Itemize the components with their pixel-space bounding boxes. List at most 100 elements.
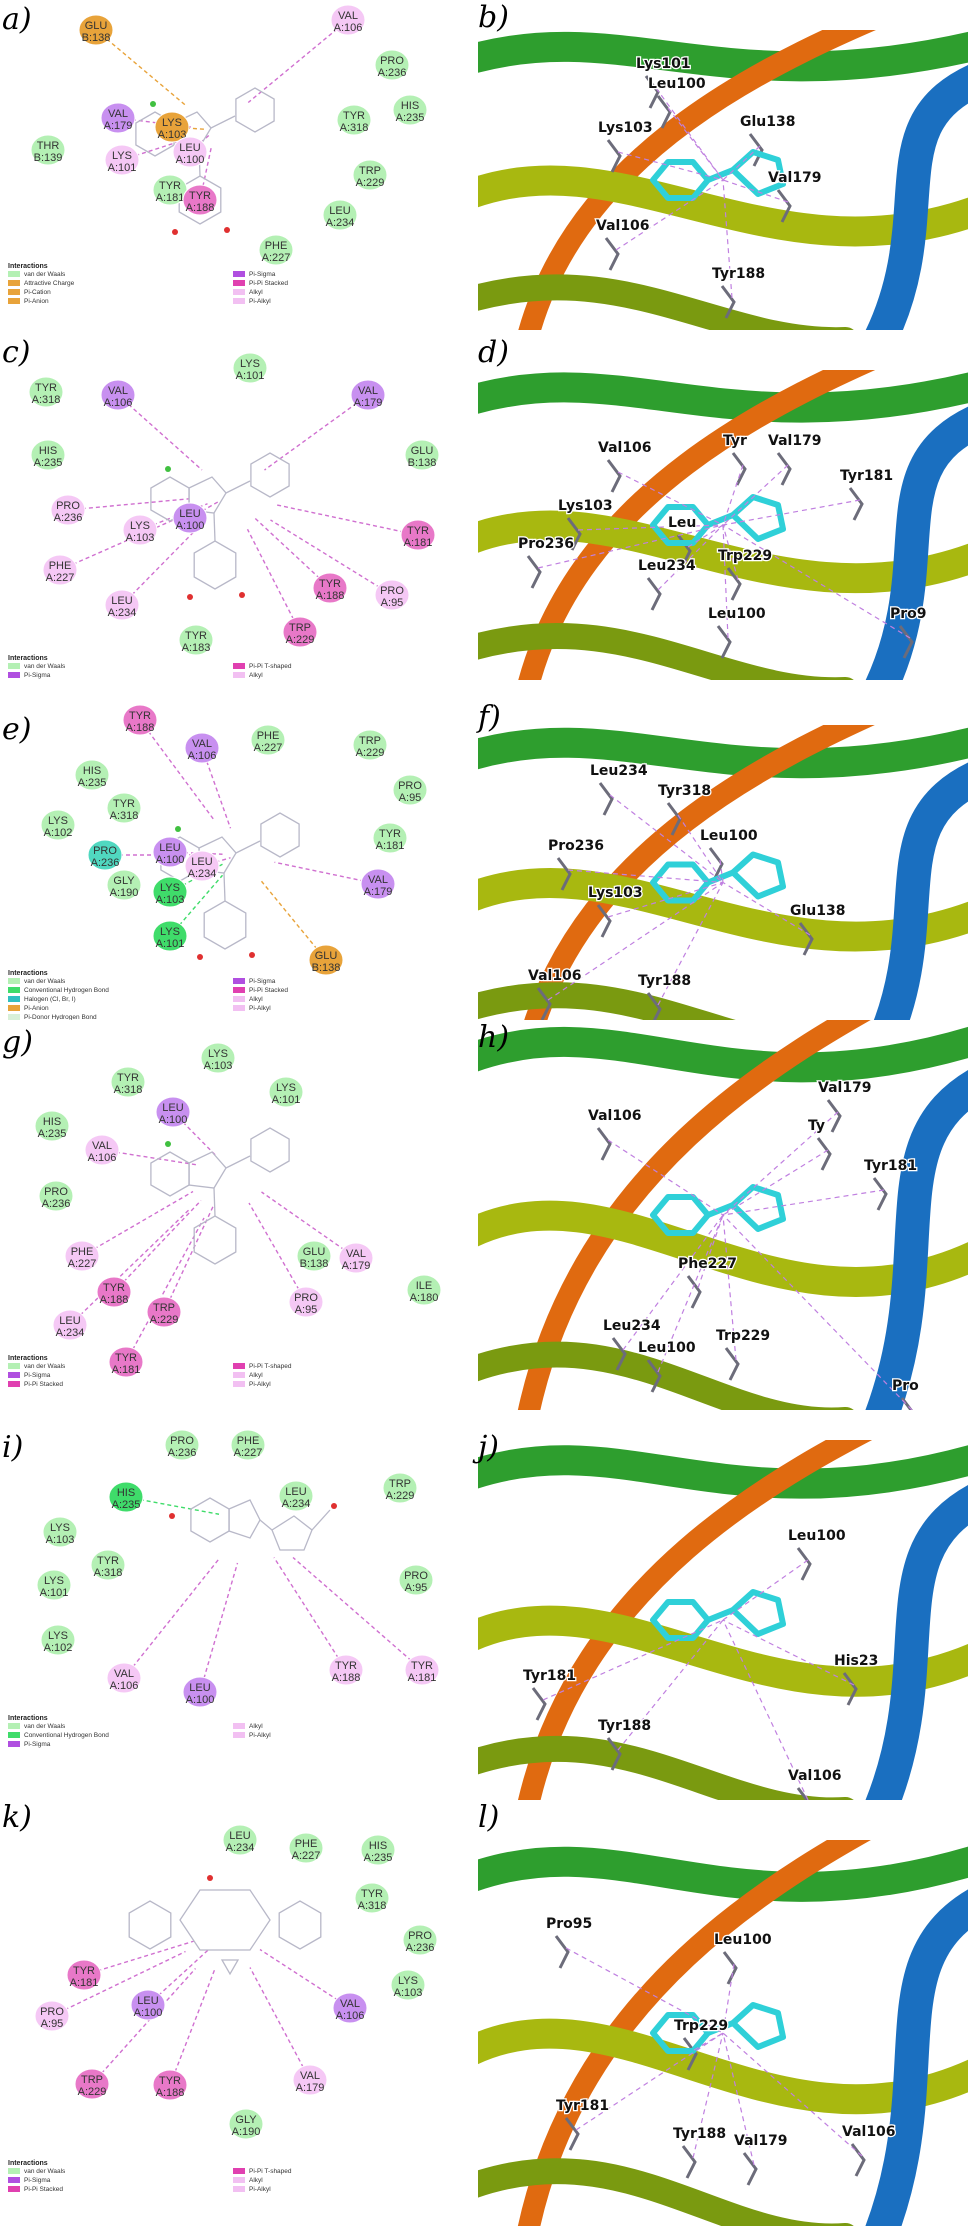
residue-number: A:234 [56, 1327, 85, 1339]
residue-name: PHE [295, 1838, 318, 1850]
ligand-structure [160, 812, 300, 960]
residue-sticks [531, 1547, 858, 1800]
panel-label-c: c) [2, 335, 31, 370]
residue-name: LEU [137, 1995, 158, 2007]
interaction-line [121, 522, 204, 606]
residue-label: Leu100 [638, 1340, 696, 1356]
residue-label: Pro [892, 1378, 919, 1394]
residue-name: TRP [81, 2074, 103, 2086]
legend-title: Interactions [8, 2160, 48, 2167]
legend-item: Pi-Sigma [24, 1741, 51, 1748]
residue-number: A:234 [226, 1842, 255, 1854]
residue-number: A:227 [46, 572, 75, 584]
legend-item: Alkyl [249, 289, 263, 296]
interaction-line [722, 524, 739, 581]
residue-number: A:179 [364, 886, 393, 898]
residue-name: LYS [50, 1522, 70, 1534]
legend-swatch [8, 1723, 20, 1729]
residue-label: Tyr318 [658, 783, 711, 799]
residue-number: A:188 [156, 2087, 185, 2099]
legend-item: Pi-Alkyl [249, 298, 271, 305]
residue-name: TRP [153, 1302, 175, 1314]
residue-number: A:179 [296, 2082, 325, 2094]
residue-label: Glu138 [790, 903, 845, 919]
residue-number: A:235 [396, 112, 425, 124]
residue-name: GLY [113, 875, 135, 887]
residue-number: A:100 [186, 1694, 215, 1706]
residue-name: PRO [56, 500, 80, 512]
residue-number: A:188 [100, 1294, 129, 1306]
residue-number: A:235 [38, 1128, 67, 1140]
residue-name: LEU [189, 1682, 210, 1694]
residue-name: LEU [111, 595, 132, 607]
residue-label: Trp229 [718, 548, 772, 564]
residue-name: TYR [103, 1282, 125, 1294]
residue-name: GLU [85, 20, 108, 32]
interaction-line [617, 151, 724, 181]
legend-swatch [233, 1723, 245, 1729]
residue-number: A:188 [186, 202, 215, 214]
residue-label: Lys103 [588, 885, 643, 901]
legend-item: Pi-Cation [24, 289, 51, 296]
interaction-line [697, 1214, 724, 1289]
residue-number: A:234 [188, 868, 217, 880]
residue-name: LYS [240, 358, 260, 370]
residue-name: TRP [359, 165, 381, 177]
residue-name: TYR [129, 710, 151, 722]
interaction-line [59, 513, 188, 571]
legend-item: Pi-Sigma [249, 271, 276, 278]
residue-number: A:190 [110, 887, 139, 899]
ligand-structure [150, 1127, 290, 1265]
residue-name: PHE [265, 240, 288, 252]
panel-label-e: e) [2, 712, 32, 747]
interaction-line [722, 524, 729, 639]
residue-number: A:188 [332, 1672, 361, 1684]
residue-label: Val179 [768, 170, 822, 186]
ligand-structure [169, 1497, 337, 1551]
residue-number: A:100 [156, 854, 185, 866]
residue-sticks [596, 1099, 913, 1410]
interaction-line [163, 1205, 215, 1313]
residue-label: Tyr181 [840, 468, 893, 484]
residue-number: A:100 [159, 1114, 188, 1126]
residue-label: Val106 [588, 1108, 642, 1124]
legend-title: Interactions [8, 1355, 48, 1362]
residue-number: B:138 [300, 1258, 329, 1270]
residue-number: A:181 [156, 192, 185, 204]
residue-number: A:318 [114, 1084, 143, 1096]
interaction-line [95, 29, 186, 106]
residue-number: A:227 [68, 1258, 97, 1270]
legend-item: Pi-Sigma [249, 978, 276, 985]
interaction-line [117, 394, 203, 471]
residue-number: A:235 [34, 457, 63, 469]
residue-number: A:100 [176, 520, 205, 532]
panel-label-f: f) [478, 700, 501, 735]
interaction-line [722, 179, 789, 203]
legend-swatch [233, 2177, 245, 2183]
legend-swatch [233, 1372, 245, 1378]
residue-number: A:103 [158, 129, 187, 141]
residue-label: Lys103 [558, 498, 613, 514]
interaction-line [722, 1619, 855, 1686]
residue-label: Val106 [842, 2124, 896, 2140]
residue-label: Tyr181 [556, 2098, 609, 2114]
interaction-line [655, 87, 724, 181]
residue-number: A:188 [316, 590, 345, 602]
residue-name: LYS [208, 1048, 228, 1060]
residue-number: A:188 [126, 722, 155, 734]
